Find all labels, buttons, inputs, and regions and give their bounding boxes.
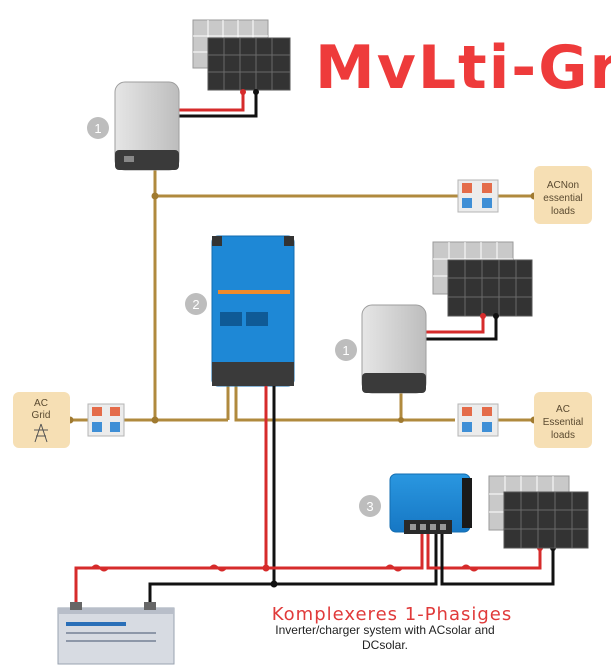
grid-box [13, 392, 70, 448]
fuse-marks [91, 564, 479, 572]
load-box-essential-line1: AC [556, 404, 570, 415]
solar-panel-bottom [488, 475, 589, 549]
caption-line-2: DCsolar. [362, 638, 408, 652]
breaker-grid [87, 403, 125, 437]
load-box-non-essential [534, 166, 592, 224]
load-box-non-essential-line3: loads [551, 206, 575, 217]
pv-inverter-top [114, 81, 180, 171]
badge-mppt-label: 3 [366, 499, 373, 514]
dc-bus-wires [74, 386, 555, 605]
grid-box-line2: Grid [32, 410, 51, 421]
load-box-essential-line3: loads [551, 430, 575, 441]
battery [57, 602, 175, 665]
badge-pv-inverter-mid [335, 339, 357, 361]
grid-box-line1: AC [34, 398, 48, 409]
badge-pv-inverter-top [87, 117, 109, 139]
load-box-non-essential-line2: essential [543, 193, 582, 204]
multi-inverter-charger [211, 235, 295, 387]
badge-multi [185, 293, 207, 315]
caption-line-1: Inverter/charger system with ACsolar and [275, 623, 494, 637]
ac-wiring [70, 168, 534, 422]
top-pv-dc-wires [178, 92, 258, 118]
solar-panel-mid [432, 241, 533, 317]
solar-panel-top [192, 19, 291, 91]
pv-inverter-mid [361, 304, 427, 394]
breaker-non-essential [457, 179, 499, 213]
badge-mppt [359, 495, 381, 517]
load-box-essential-line2: Essential [543, 417, 584, 428]
load-box-non-essential-line1: ACNon [547, 180, 579, 191]
mid-pv-dc-wires [425, 316, 498, 341]
mppt-charge-controller [389, 473, 472, 534]
badge-pv-inverter-mid-label: 1 [342, 343, 349, 358]
handwritten-subtitle: Komplexeres 1-Phasiges [272, 604, 513, 625]
badge-pv-inverter-top-label: 1 [94, 121, 101, 136]
pylon-icon [34, 423, 48, 443]
badge-multi-label: 2 [192, 297, 199, 312]
dc-junction-dots [262, 545, 556, 588]
load-box-essential [534, 392, 592, 448]
breaker-essential [457, 403, 499, 437]
diagram-title: MvLti-Grid [315, 33, 611, 103]
